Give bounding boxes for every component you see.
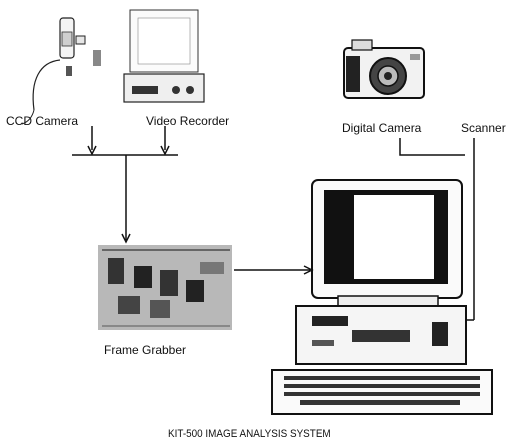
ccd-camera-label: CCD Camera: [6, 115, 78, 127]
digital-camera-label: Digital Camera: [342, 122, 421, 134]
ccd-camera-icon: [22, 18, 101, 124]
scanner-label: Scanner: [461, 122, 506, 134]
system-title: KIT-500 IMAGE ANALYSIS SYSTEM: [168, 429, 331, 440]
video-recorder-label: Video Recorder: [146, 115, 229, 127]
digital-camera-icon: [344, 40, 424, 98]
frame-grabber-board-icon: [98, 245, 232, 330]
frame-grabber-label: Frame Grabber: [104, 344, 186, 356]
video-recorder-icon: [124, 10, 204, 102]
desktop-computer-icon: [272, 180, 492, 414]
